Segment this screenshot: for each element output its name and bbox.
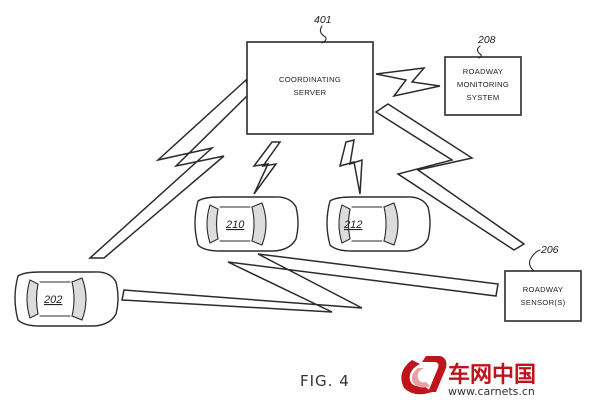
vehicle-212-body bbox=[326, 196, 431, 252]
watermark: 车网中国 www.carnets.cn bbox=[401, 356, 536, 398]
vehicle-210-label: 210 bbox=[225, 219, 245, 231]
roadway-sensors: ROADWAY SENSOR(S) 206 bbox=[504, 244, 582, 322]
vehicle-202-label: 202 bbox=[43, 294, 62, 306]
link-server-to-vehicle-212 bbox=[338, 138, 363, 195]
vehicle-212-roof bbox=[351, 206, 383, 242]
roadway-monitoring-system: ROADWAY MONITORING SYSTEM 208 bbox=[444, 34, 522, 116]
roadway-monitoring-system-line3: SYSTEM bbox=[466, 93, 499, 102]
figure-caption: FIG. 4 bbox=[300, 372, 350, 390]
roadway-sensors-line1: ROADWAY bbox=[523, 285, 564, 294]
vehicle-212-windshield bbox=[383, 202, 399, 246]
vehicle-202: 202 bbox=[14, 271, 119, 327]
roadway-sensors-box bbox=[504, 270, 582, 322]
roadway-sensors-leader bbox=[528, 249, 541, 272]
roadway-monitoring-system-box bbox=[444, 56, 522, 116]
watermark-logo-icon bbox=[401, 356, 447, 395]
vehicle-202-windshield bbox=[71, 277, 87, 321]
vehicle-202-rear-window bbox=[26, 279, 39, 319]
vehicle-202-body bbox=[14, 271, 119, 327]
vehicle-210-roof bbox=[219, 206, 251, 242]
roadway-sensors-line2: SENSOR(S) bbox=[521, 298, 566, 307]
roadway-monitoring-system-ref: 208 bbox=[477, 34, 496, 46]
roadway-monitoring-system-leader bbox=[476, 45, 482, 59]
watermark-url: www.carnets.cn bbox=[448, 385, 535, 398]
wireless-links bbox=[88, 67, 526, 313]
vehicle-202-roof bbox=[39, 281, 71, 317]
coordinating-server-box bbox=[246, 41, 374, 135]
coordinating-server-line2: SERVER bbox=[294, 88, 327, 97]
roadway-monitoring-system-line1: ROADWAY bbox=[463, 67, 504, 76]
link-server-to-roadway-sensors bbox=[374, 103, 526, 251]
coordinating-server-line1: COORDINATING bbox=[279, 75, 341, 84]
vehicle-210-rear-window bbox=[206, 204, 219, 244]
vehicle-210-windshield bbox=[251, 202, 267, 246]
link-server-to-monitoring-system bbox=[375, 67, 441, 98]
vehicle-212: 212 bbox=[326, 196, 431, 252]
vehicle-210: 210 bbox=[194, 196, 299, 252]
link-server-to-vehicle-210 bbox=[252, 141, 282, 195]
watermark-text: 车网中国 bbox=[448, 362, 536, 388]
roadway-monitoring-system-line2: MONITORING bbox=[457, 80, 509, 89]
coordinating-server-ref: 401 bbox=[314, 14, 332, 26]
coordinating-server-leader bbox=[319, 25, 327, 44]
link-server-to-vehicle-202 bbox=[88, 78, 251, 259]
vehicle-212-rear-window bbox=[338, 204, 351, 244]
roadway-sensors-ref: 206 bbox=[540, 244, 559, 256]
vehicle-212-label: 212 bbox=[343, 219, 362, 231]
link-vehicle-202-to-roadway-sensors bbox=[121, 253, 499, 313]
coordinating-server: COORDINATING SERVER 401 bbox=[246, 14, 374, 135]
vehicle-210-body bbox=[194, 196, 299, 252]
